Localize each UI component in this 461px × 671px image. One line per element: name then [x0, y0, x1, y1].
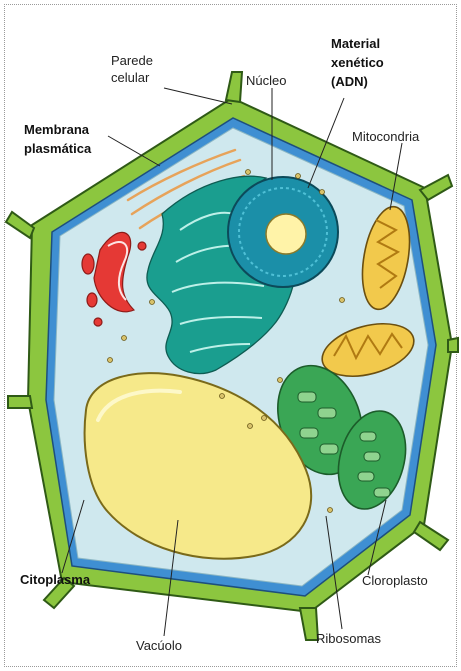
label-pared-celular-line1: Parede: [111, 52, 153, 69]
label-ribosomas: Ribosomas: [316, 630, 381, 647]
nucleolus: [266, 214, 306, 254]
label-vacuolo: Vacúolo: [136, 637, 182, 654]
label-membrana: Membrana plasmática: [24, 120, 91, 158]
label-pared-celular-line2: celular: [111, 69, 153, 86]
label-membrana-line1: Membrana: [24, 120, 91, 139]
label-material-genetico-line3: (ADN): [331, 72, 384, 91]
label-pared-celular: Parede celular: [111, 52, 153, 86]
label-material-genetico-line1: Material: [331, 34, 384, 53]
label-cloroplasto: Cloroplasto: [362, 572, 428, 589]
label-membrana-line2: plasmática: [24, 139, 91, 158]
label-material-genetico: Material xenético (ADN): [331, 34, 384, 91]
label-nucleo: Núcleo: [246, 72, 286, 89]
label-citoplasma: Citoplasma: [20, 571, 90, 588]
label-material-genetico-line2: xenético: [331, 53, 384, 72]
label-mitocondria: Mitocondria: [352, 128, 419, 145]
